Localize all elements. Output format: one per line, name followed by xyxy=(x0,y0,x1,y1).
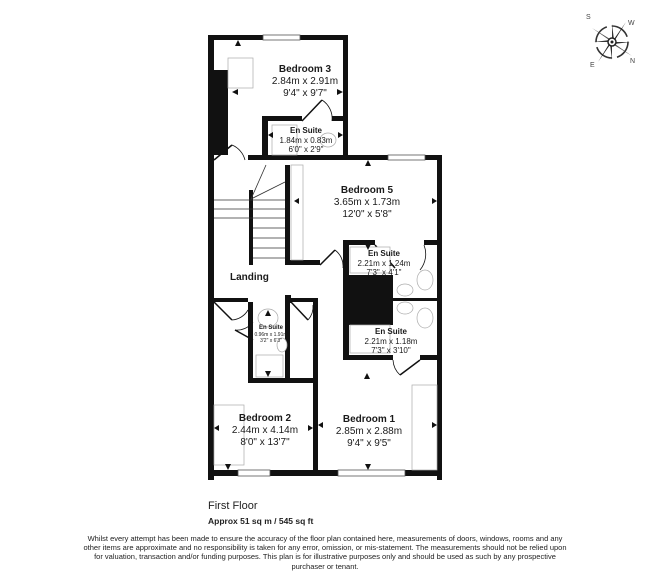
room-name: Bedroom 1 xyxy=(342,414,396,425)
walls xyxy=(208,35,442,480)
room-metric: 2.21m x 1.18m xyxy=(364,336,418,346)
dimension-arrows xyxy=(214,40,437,470)
room-name: En Suite xyxy=(258,325,283,331)
room-ensuite-bedroom-3: En Suite 1.84m x 0.83m 6'0" x 2'9" xyxy=(270,126,342,155)
compass-label-w: W xyxy=(628,20,635,27)
room-bedroom-1: Bedroom 1 2.85m x 2.88m 9'4" x 9'5" xyxy=(323,414,415,450)
room-name: En Suite xyxy=(367,249,400,258)
room-metric: 3.65m x 1.73m xyxy=(333,197,401,208)
room-landing: Landing xyxy=(230,272,269,283)
room-imperial: 6'0" x 2'9" xyxy=(288,145,324,155)
staircase xyxy=(214,164,286,259)
room-ensuite-bedroom-1: En Suite 2.21m x 1.18m 7'3" x 3'10" xyxy=(355,327,427,356)
compass-rose-icon xyxy=(592,22,632,62)
compass: S W N E xyxy=(582,12,642,72)
room-bedroom-3: Bedroom 3 2.84m x 2.91m 9'4" x 9'7" xyxy=(260,64,350,100)
fixtures xyxy=(213,57,438,471)
room-bedroom-2: Bedroom 2 2.44m x 4.14m 8'0" x 13'7" xyxy=(220,413,310,449)
room-ensuite-bedroom-2: En Suite 0.96m x 1.91m 3'2" x 6'3" xyxy=(245,325,297,344)
room-metric: 1.84m x 0.83m xyxy=(279,135,333,145)
room-name: En Suite xyxy=(289,126,322,135)
room-imperial: 7'3" x 3'10" xyxy=(371,346,411,356)
room-name: Bedroom 2 xyxy=(238,413,292,424)
floor-title: First Floor xyxy=(208,500,258,512)
room-imperial: 9'4" x 9'5" xyxy=(347,438,391,449)
room-metric: 2.44m x 4.14m xyxy=(231,425,299,436)
room-imperial: 8'0" x 13'7" xyxy=(240,437,290,448)
room-imperial: 3'2" x 6'3" xyxy=(260,338,282,345)
compass-label-n: N xyxy=(630,58,636,65)
room-imperial: 9'4" x 9'7" xyxy=(283,88,327,99)
room-name: En Suite xyxy=(374,327,407,336)
room-imperial: 12'0" x 5'8" xyxy=(342,209,392,220)
windows xyxy=(237,34,426,477)
floor-area: Approx 51 sq m / 545 sq ft xyxy=(208,516,314,526)
room-metric: 0.96m x 1.91m xyxy=(254,332,288,339)
room-bedroom-5: Bedroom 5 3.65m x 1.73m 12'0" x 5'8" xyxy=(322,185,412,221)
disclaimer-text: Whilst every attempt has been made to en… xyxy=(83,534,567,571)
room-name: Bedroom 5 xyxy=(340,185,394,196)
room-metric: 2.21m x 1.24m xyxy=(357,258,411,268)
room-metric: 2.84m x 2.91m xyxy=(271,76,339,87)
compass-label-s: S xyxy=(586,14,591,21)
room-ensuite-bedroom-5: En Suite 2.21m x 1.24m 7'3" x 4'1" xyxy=(350,249,418,278)
compass-label-e: E xyxy=(590,62,595,69)
room-imperial: 7'3" x 4'1" xyxy=(366,268,402,278)
room-metric: 2.85m x 2.88m xyxy=(335,426,403,437)
room-name: Bedroom 3 xyxy=(278,64,332,75)
